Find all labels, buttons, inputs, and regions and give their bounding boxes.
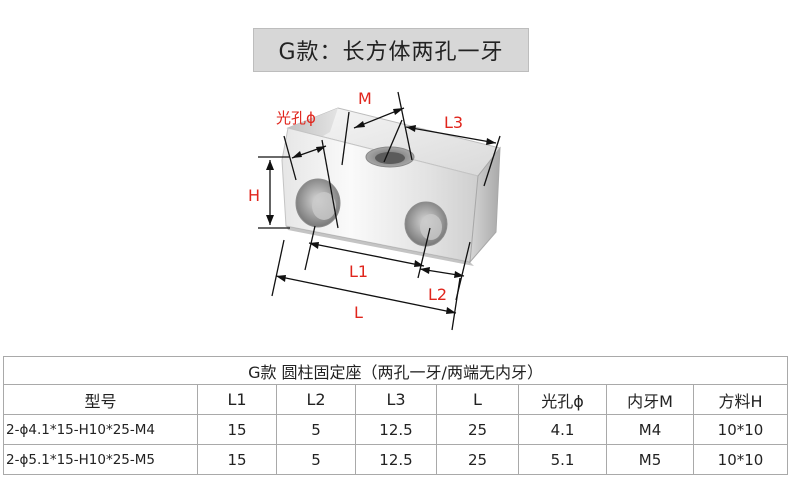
- header-l3: L3: [355, 384, 437, 415]
- table-caption: G款 圆柱固定座（两孔一牙/两端无内牙）: [2, 356, 789, 385]
- threaded-hole: [365, 146, 415, 168]
- cell-stock-h: 10*10: [692, 444, 789, 475]
- through-hole-left: [295, 178, 341, 228]
- cell-l1: 15: [197, 414, 277, 445]
- cell-thread-m: M4: [606, 414, 694, 445]
- cell-l3: 12.5: [355, 414, 437, 445]
- cell-l1: 15: [197, 444, 277, 475]
- label-l1: L1: [349, 262, 368, 281]
- spec-table: G款 圆柱固定座（两孔一牙/两端无内牙） 型号 L1 L2 L3 L 光孔ϕ 内…: [2, 356, 789, 475]
- header-l: L: [436, 384, 519, 415]
- dimension-arrows: [266, 108, 496, 314]
- label-l3: L3: [444, 113, 463, 132]
- header-hole-phi: 光孔ϕ: [518, 384, 607, 415]
- label-l: L: [354, 303, 363, 322]
- cell-l3: 12.5: [355, 444, 437, 475]
- header-thread-m: 内牙M: [606, 384, 694, 415]
- header-stock-h: 方料H: [692, 384, 789, 415]
- cell-model: 2-ϕ5.1*15-H10*25-M5: [3, 444, 198, 475]
- through-hole-right: [404, 201, 448, 247]
- label-hole-phi: 光孔ϕ: [276, 109, 316, 127]
- cell-stock-h: 10*10: [692, 414, 789, 445]
- cell-hole-phi: 4.1: [518, 414, 607, 445]
- label-m: M: [358, 89, 372, 108]
- cell-thread-m: M5: [606, 444, 694, 475]
- title-banner: G款：长方体两孔一牙: [253, 28, 529, 72]
- product-diagram: M L3 光孔ϕ H L1 L2 L: [248, 89, 501, 331]
- label-l2: L2: [428, 285, 447, 304]
- table-header-row: 型号 L1 L2 L3 L 光孔ϕ 内牙M 方料H: [3, 384, 789, 415]
- table-row: 2-ϕ4.1*15-H10*25-M4 15 5 12.5 25 4.1 M4 …: [3, 414, 789, 445]
- cell-hole-phi: 5.1: [518, 444, 607, 475]
- cell-l: 25: [436, 444, 519, 475]
- cell-model: 2-ϕ4.1*15-H10*25-M4: [3, 414, 198, 445]
- header-l2: L2: [276, 384, 356, 415]
- table-row: 2-ϕ5.1*15-H10*25-M5 15 5 12.5 25 5.1 M5 …: [3, 444, 789, 475]
- table-caption-row: G款 圆柱固定座（两孔一牙/两端无内牙）: [2, 356, 789, 385]
- header-model: 型号: [3, 384, 198, 415]
- cell-l2: 5: [276, 444, 356, 475]
- label-h: H: [248, 186, 260, 205]
- header-l1: L1: [197, 384, 277, 415]
- cell-l: 25: [436, 414, 519, 445]
- cell-l2: 5: [276, 414, 356, 445]
- page-title: G款：长方体两孔一牙: [278, 40, 504, 65]
